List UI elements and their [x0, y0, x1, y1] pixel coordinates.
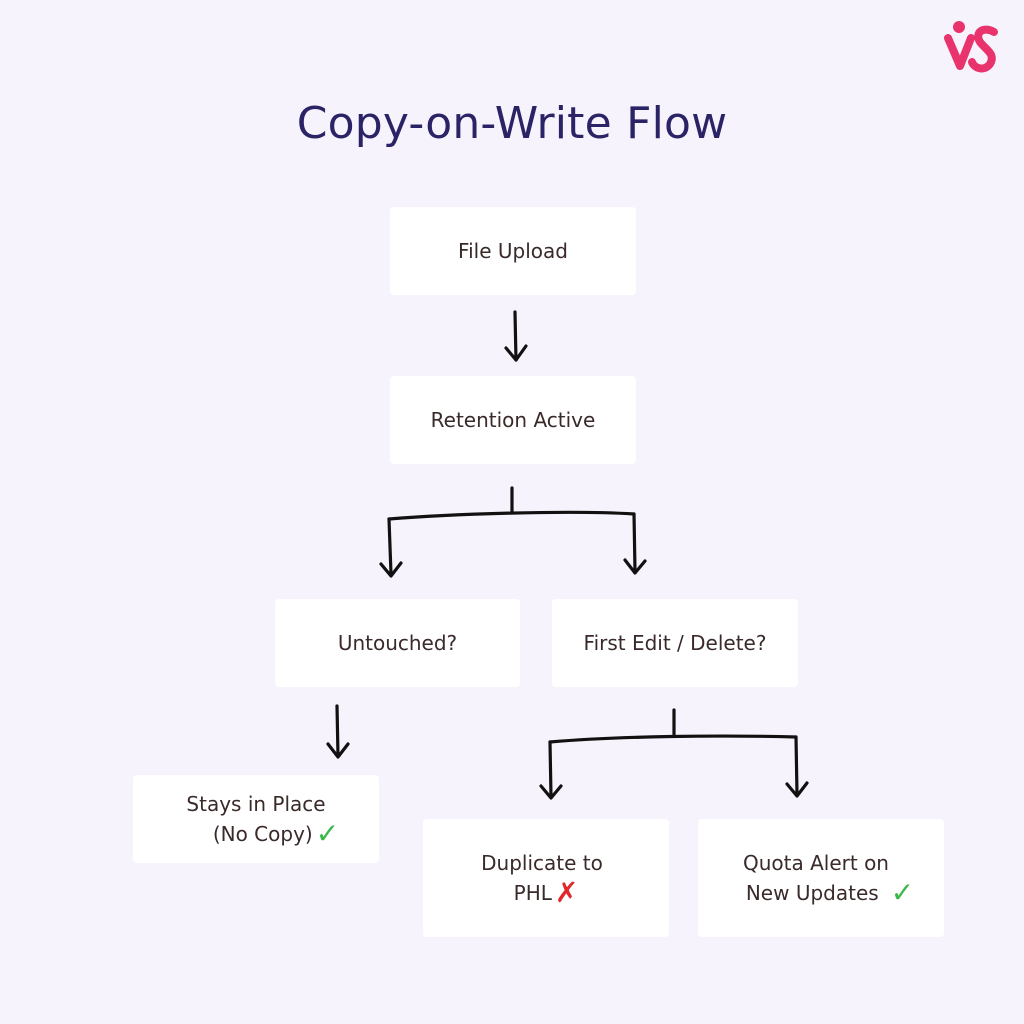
node-duplicate-to-phl: Duplicate to PHL✗ [423, 819, 669, 937]
node-file-upload: File Upload [390, 207, 636, 295]
node-quota-alert: Quota Alert on New Updates ✓ [698, 819, 944, 937]
node-untouched: Untouched? [275, 599, 520, 687]
diagram-title: Copy-on-Write Flow [296, 98, 728, 149]
node-retention-active: Retention Active [390, 376, 636, 464]
branch-connector-1 [379, 486, 647, 578]
node-label-line2: PHL [513, 880, 552, 905]
node-label-line2: New Updates [745, 880, 879, 905]
check-icon: ✓ [890, 875, 915, 909]
node-label: First Edit / Delete? [583, 630, 767, 655]
check-icon: ✓ [315, 816, 340, 850]
node-label: Retention Active [430, 407, 596, 432]
arrow-down-icon [326, 704, 350, 759]
branch-connector-2 [539, 708, 809, 800]
node-label-line1: Quota Alert on [743, 850, 889, 875]
node-label: Untouched? [337, 630, 458, 655]
node-stays-in-place: Stays in Place (No Copy)✓ [133, 775, 379, 863]
arrow-down-icon [504, 310, 528, 362]
node-first-edit-delete: First Edit / Delete? [552, 599, 798, 687]
node-label-line2: (No Copy) [212, 821, 313, 846]
node-label: File Upload [458, 238, 568, 263]
cross-icon: ✗ [554, 875, 579, 909]
node-label-line1: Stays in Place [186, 791, 326, 816]
node-label-line1: Duplicate to [481, 850, 603, 875]
vs-logo-icon [944, 21, 998, 73]
